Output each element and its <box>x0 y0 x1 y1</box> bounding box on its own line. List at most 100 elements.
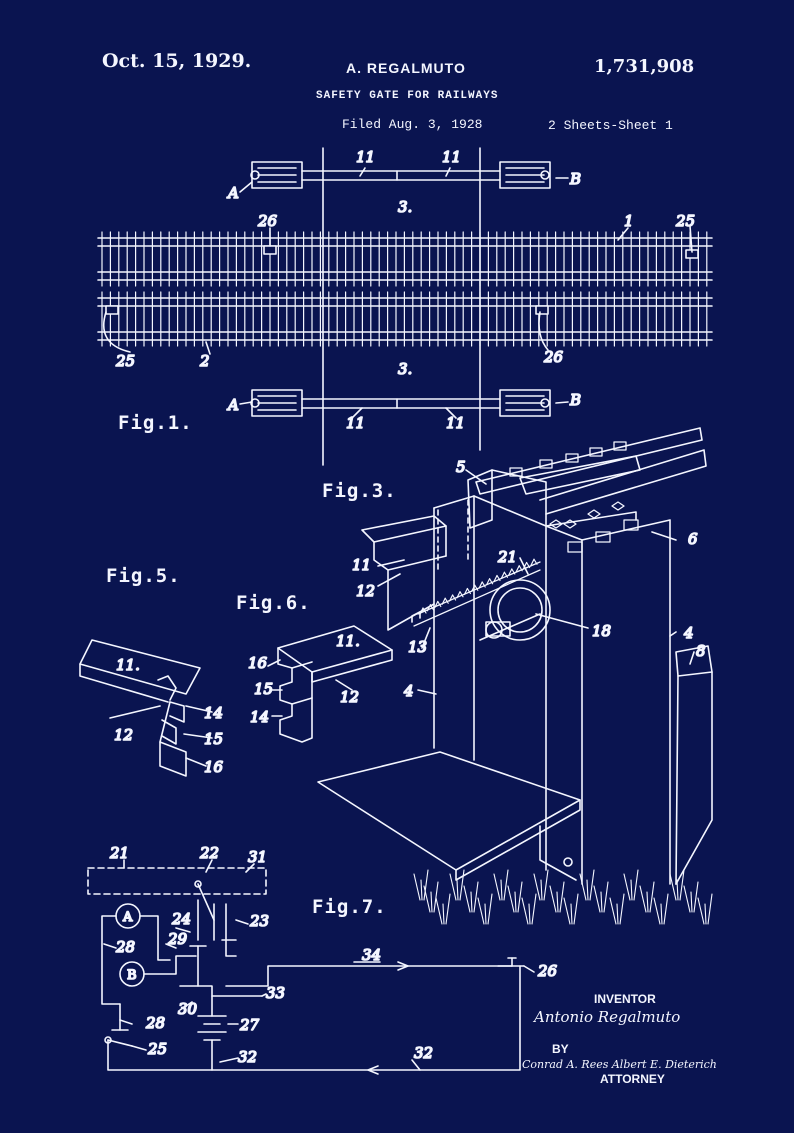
ref-fig7-23: 23 <box>249 912 269 930</box>
drawing-stroke <box>531 893 537 925</box>
drawing-stroke <box>697 897 705 925</box>
drawing-stroke <box>470 891 473 913</box>
patent-date: Oct. 15, 1929. <box>102 50 252 72</box>
drawing-stroke <box>646 891 649 913</box>
drawing-stroke <box>449 873 457 901</box>
drawing-stroke <box>481 581 486 588</box>
drawing-stroke <box>570 903 573 925</box>
drawing-stroke <box>503 869 509 901</box>
drawing-stroke <box>452 594 457 601</box>
ref-3-top: 3. <box>398 198 412 216</box>
drawing-stroke <box>429 604 434 611</box>
ref-26-top: 26 <box>257 212 278 230</box>
by-label: BY <box>552 1042 569 1056</box>
drawing-stroke <box>663 893 669 925</box>
ref-2: 2 <box>199 352 210 370</box>
drawing-stroke <box>669 873 677 901</box>
fig-7-reference-labels: 21 22 31 A B 24 23 28 29 34 26 33 30 28 … <box>108 843 558 1067</box>
drawing-stroke <box>489 578 494 585</box>
ref-21: 21 <box>497 548 517 566</box>
ref-fig7-27: 27 <box>239 1016 260 1034</box>
drawing-stroke <box>487 893 493 925</box>
attorney-label: ATTORNEY <box>600 1072 665 1086</box>
drawing-stroke <box>437 600 442 608</box>
drawing-stroke <box>623 873 631 901</box>
ref-11-bottom-right: 11 <box>446 414 465 432</box>
drawing-stroke <box>441 597 446 605</box>
ref-fig5-14: 14 <box>204 704 223 722</box>
drawing-stroke <box>579 873 587 901</box>
ref-fig6-15: 15 <box>254 680 273 698</box>
drawing-stroke <box>515 565 520 573</box>
ref-fig5-12: 12 <box>114 726 133 744</box>
drawing-stroke <box>493 873 501 901</box>
fig-3-perspective-view <box>317 427 713 925</box>
ref-a-top: A <box>226 184 239 202</box>
drawing-stroke <box>463 587 468 596</box>
drawing-stroke <box>459 869 465 901</box>
drawing-stroke <box>549 885 557 913</box>
fig-1-label: Fig.1. <box>118 412 193 434</box>
drawing-stroke <box>449 594 454 602</box>
ref-fig6-11: 11. <box>336 632 360 650</box>
drawing-stroke <box>423 869 429 901</box>
fig-1-reference-labels: A B A B 11 11 11 11 3. 3. 26 26 1 25 25 … <box>114 147 696 433</box>
drawing-stroke <box>586 879 589 901</box>
drawing-stroke <box>496 574 501 582</box>
gate-arm-top <box>250 161 551 189</box>
drawing-stroke <box>508 568 513 576</box>
ref-fig6-16: 16 <box>248 654 268 672</box>
drawing-stroke <box>563 897 571 925</box>
fig-1-plan-view <box>97 147 713 466</box>
ref-12: 12 <box>356 582 375 600</box>
drawing-stroke <box>413 873 421 901</box>
inventor-name: A. REGALMUTO <box>346 60 466 76</box>
drawing-stroke <box>484 903 487 925</box>
drawing-stroke <box>493 574 498 583</box>
fig-5-label: Fig.5. <box>106 565 181 587</box>
ref-fig7-31: 31 <box>248 848 267 866</box>
ref-fig7-26: 26 <box>537 962 558 980</box>
inventor-signature: Antonio Regalmuto <box>534 1008 681 1026</box>
drawing-stroke <box>518 565 523 572</box>
ref-4-right: 4 <box>683 624 694 642</box>
fig-6-label: Fig.6. <box>236 592 311 614</box>
drawing-stroke <box>456 879 459 901</box>
drawing-stroke <box>463 885 471 913</box>
drawing-stroke <box>676 879 679 901</box>
drawing-stroke <box>559 881 565 913</box>
drawing-stroke <box>521 897 529 925</box>
drawing-stroke <box>693 881 699 913</box>
drawing-stroke <box>533 873 541 901</box>
ref-6: 6 <box>688 530 698 548</box>
gate-arm-bottom <box>250 389 551 417</box>
fig-5-reference-labels: 11. 12 14 15 16 <box>113 655 224 777</box>
ref-fig5-15: 15 <box>204 730 223 748</box>
fig-6-joint-detail <box>267 625 393 743</box>
drawing-stroke <box>500 879 503 901</box>
sheet-count: 2 Sheets-Sheet 1 <box>548 118 673 133</box>
drawing-stroke <box>573 893 579 925</box>
ref-11: 11 <box>352 556 371 574</box>
ref-fig6-12: 12 <box>340 688 359 706</box>
ref-fig7-34: 34 <box>362 946 381 964</box>
ref-fig7-32-right: 32 <box>414 1044 433 1062</box>
drawing-stroke <box>707 893 713 925</box>
drawing-stroke <box>543 869 549 901</box>
drawing-stroke <box>589 869 595 901</box>
drawing-stroke <box>533 558 538 565</box>
drawing-stroke <box>690 891 693 913</box>
drawing-stroke <box>478 581 483 589</box>
ref-b-bottom: B <box>569 391 581 409</box>
drawing-stroke <box>474 584 479 591</box>
drawing-stroke <box>433 881 439 913</box>
drawing-stroke <box>683 885 691 913</box>
drawing-stroke <box>679 869 685 901</box>
drawing-stroke <box>459 591 464 598</box>
drawing-stroke <box>444 597 449 604</box>
drawing-stroke <box>473 881 479 913</box>
ref-3-bottom: 3. <box>398 360 412 378</box>
drawing-stroke <box>649 881 655 913</box>
ref-fig7-33: 33 <box>266 984 285 1002</box>
